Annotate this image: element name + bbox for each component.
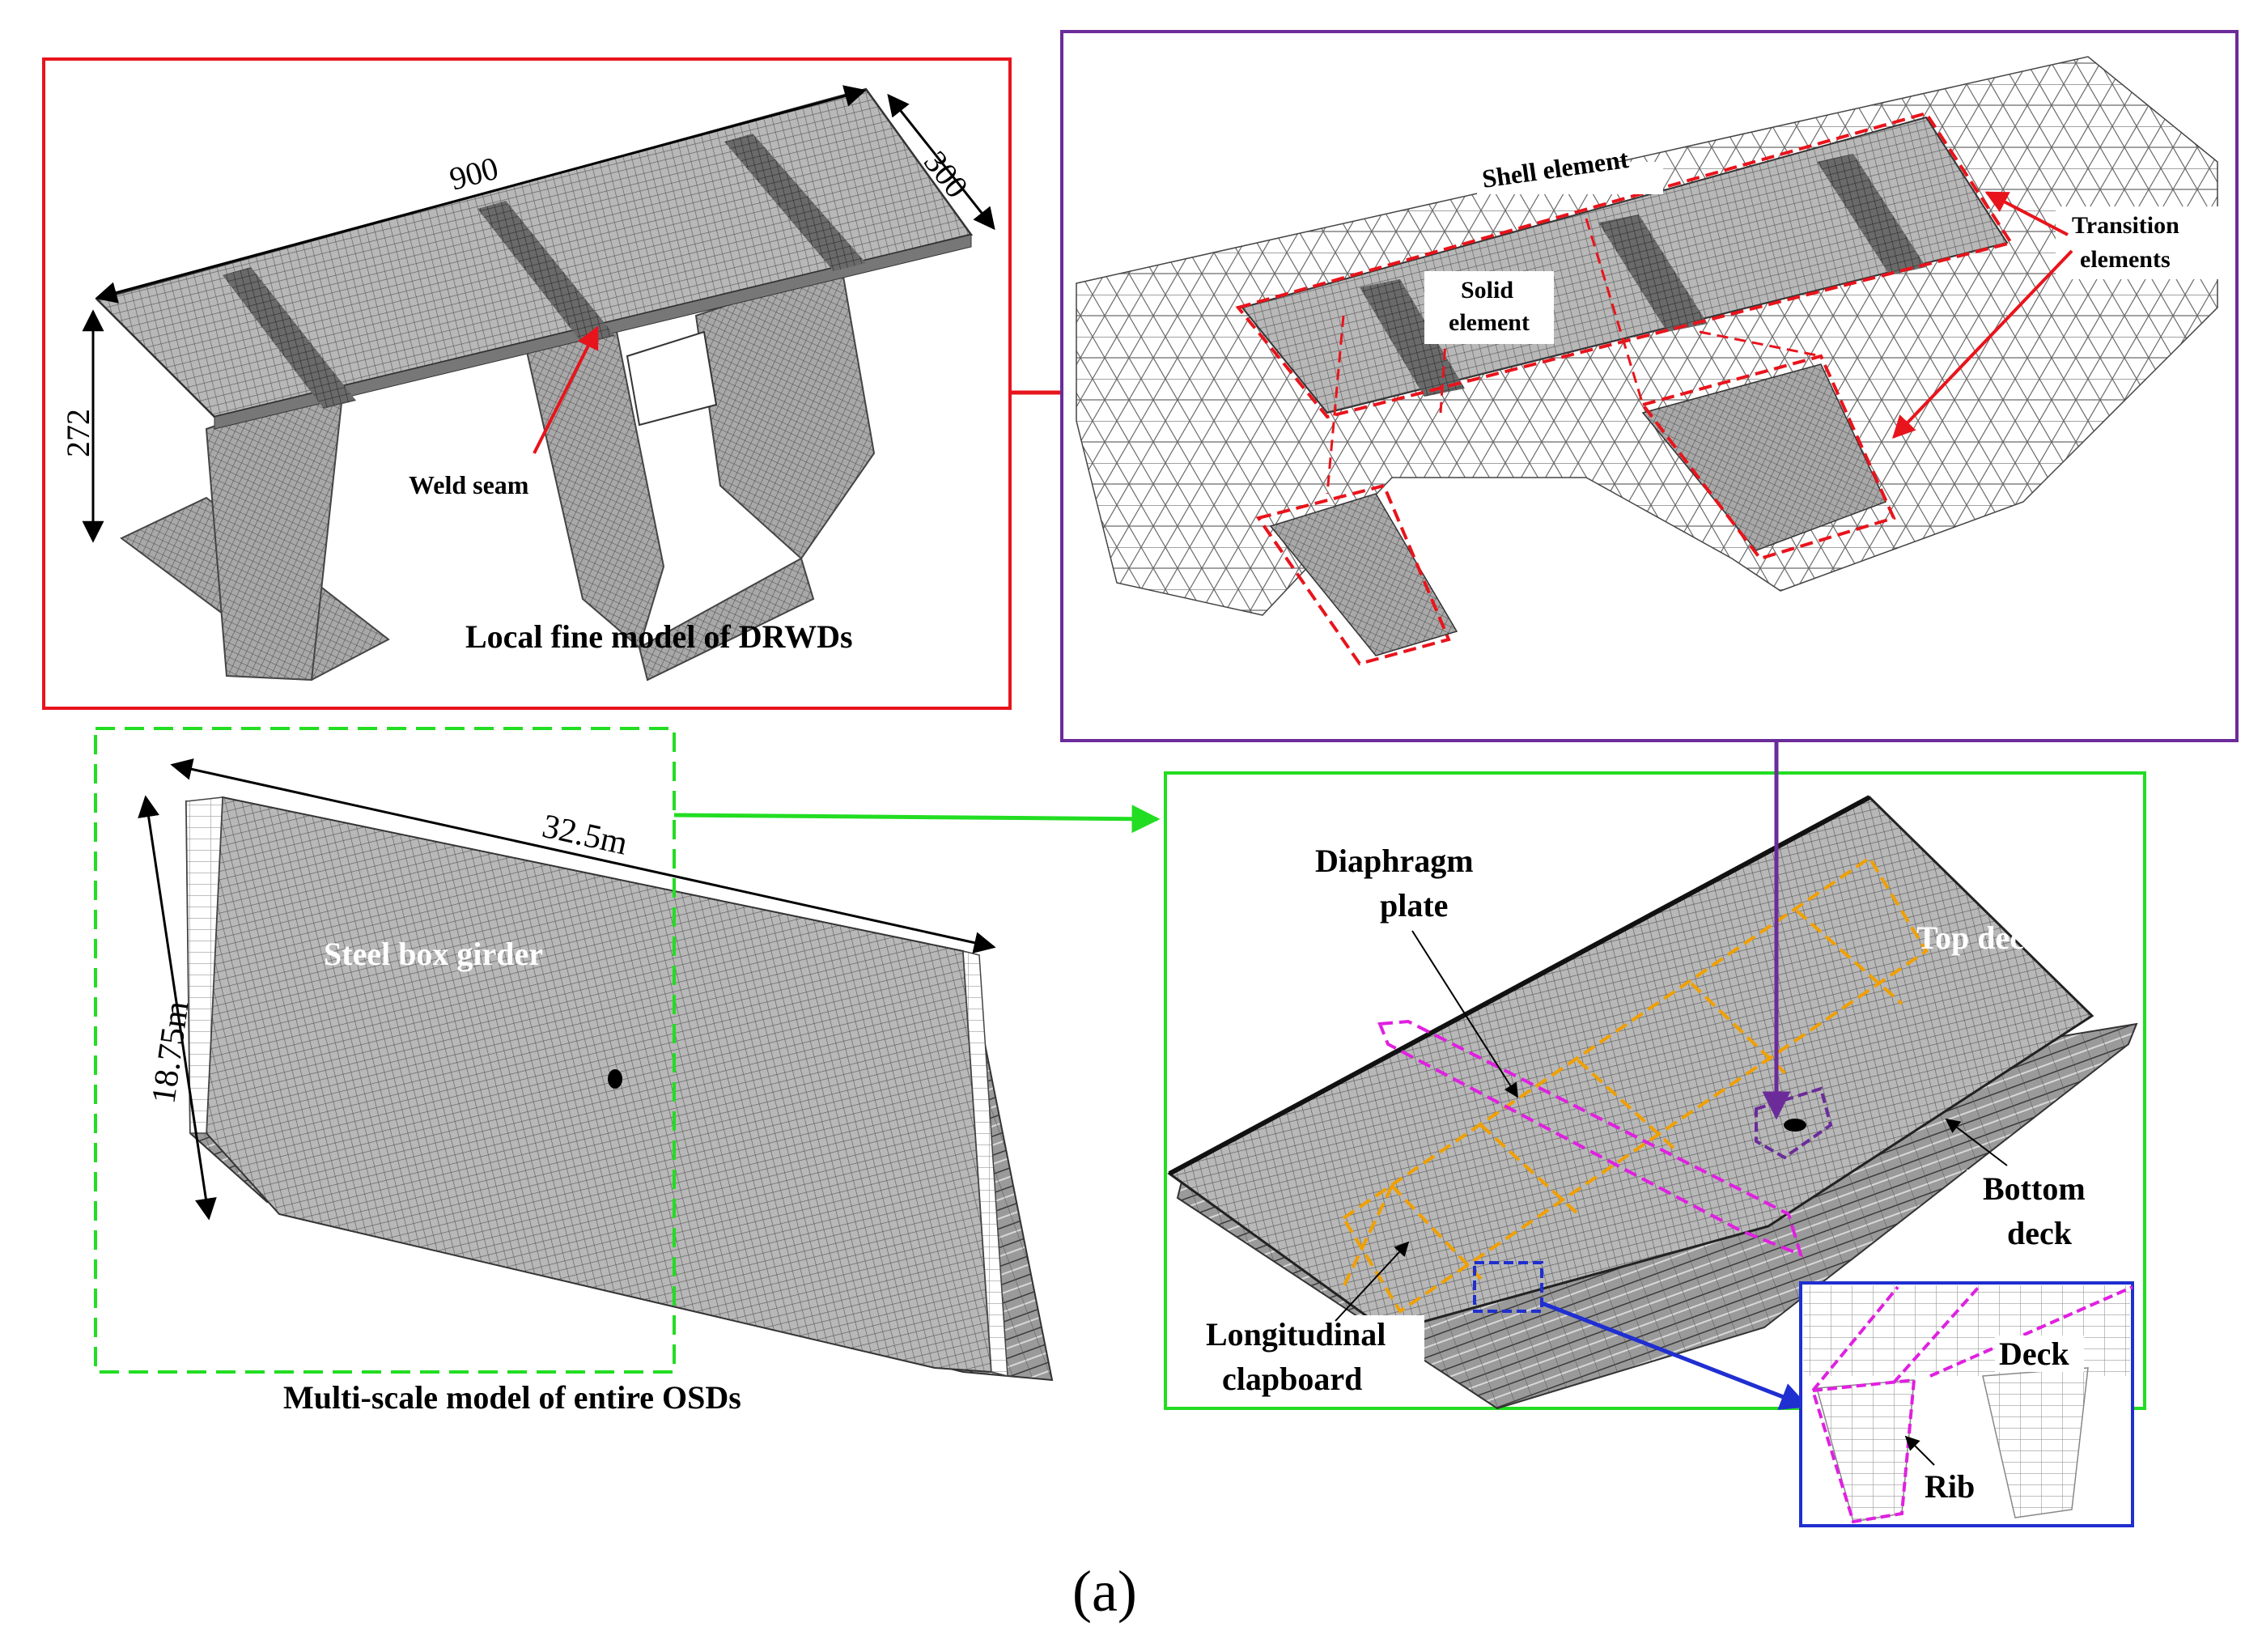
entire-model-panel: 32.5m 18.75m Steel box girder Multi-scal… [94,727,1054,1416]
girder-right-edge [962,950,1008,1377]
cope-hole [626,330,718,427]
dim-label-32-5m: 32.5m [539,808,631,863]
solid-band-3 [1817,154,1926,275]
dim-label-272: 272 [60,409,96,457]
diaphragm-pointer [1411,930,1518,1098]
bottom-deck-label-bg [1967,1170,2120,1259]
solid-band-2 [1598,214,1708,332]
rib-outline-right [1640,354,1896,561]
rib-to-inset-arrow [1541,1301,1810,1410]
dim-line-32-5m [170,758,996,953]
entire-to-structure-arrow [673,805,1161,834]
transition-panel: Shell element Solid element Transition e… [1060,30,2239,742]
steel-box-girder-label: Steel box girder [324,936,543,972]
rib-outline-left [1255,483,1451,666]
inset-deck-label-bg [1995,1336,2084,1372]
inset-deck-label: Deck [1999,1336,2069,1372]
local-model-panel: 900 300 272 Weld seam Local fine model o… [42,57,1012,710]
diaphragm-label-line1: Diaphragm [1315,843,1474,879]
longitudinal-label-line2: clapboard [1222,1361,1362,1397]
longitudinal-label-bg [1198,1315,1424,1404]
transition-label-line2: elements [2080,246,2171,273]
transition-dash-4 [1699,330,1822,358]
dim-line-300 [887,93,995,231]
bottom-deck-label-line2: deck [2007,1215,2073,1251]
dim-line-900 [95,85,867,304]
rib-region-outline [1473,1261,1543,1313]
longitudinal-clapboard-outline [1341,856,1929,1314]
solid-rib-left [1269,493,1458,656]
top-deck-label: Top deck [1916,919,2043,956]
transition-label-line1: Transition [2072,212,2179,239]
solid-element-label-line2: element [1449,309,1530,336]
local-model-caption: Local fine model of DRWDs [465,618,853,655]
transition-arrow-top [1984,191,2069,236]
weld-seam-arrow [533,325,599,454]
weld-seam-label: Weld seam [409,470,529,499]
longitudinal-label-line1: Longitudinal [1206,1316,1386,1353]
transition-dash-1 [1326,315,1345,495]
local-model-marker [608,1069,622,1089]
transition-label-bg [2056,206,2226,279]
solid-region-outline [1235,111,2014,419]
transition-arrow-bottom [1892,249,2073,440]
longitudinal-pointer [1335,1241,1410,1322]
inset-rib-label: Rib [1925,1468,1975,1505]
steel-box-girder-deck [205,796,993,1374]
diaphragm-plate-outline [1377,1019,1804,1258]
entire-model-caption: Multi-scale model of entire OSDs [283,1379,741,1416]
shell-label-bg [1477,162,1663,194]
inset-rib-outline [1811,1285,2133,1524]
solid-element-label-line1: Solid [1461,277,1513,304]
inset-panel: Deck Rib [1799,1281,2134,1527]
inset-rib-label-bg [1918,1469,1983,1505]
top-deck-edge [1168,795,1871,1176]
rib-bottom [638,557,815,682]
bottom-deck-pointer [1945,1118,2008,1166]
bottom-deck-label-line1: Bottom [1983,1170,2086,1207]
solid-band-1 [1360,279,1465,397]
diaphragm-label-line2: plate [1380,887,1448,924]
dim-line-18-75m [138,795,217,1221]
figure-label: (a) [1072,1559,1137,1624]
local-region-marker [1784,1119,1806,1132]
solid-label-bg [1424,271,1554,344]
inset-rib-pointer [1904,1435,1935,1466]
transition-dash-3 [1585,218,1645,406]
local-region-outline [1755,1086,1833,1160]
